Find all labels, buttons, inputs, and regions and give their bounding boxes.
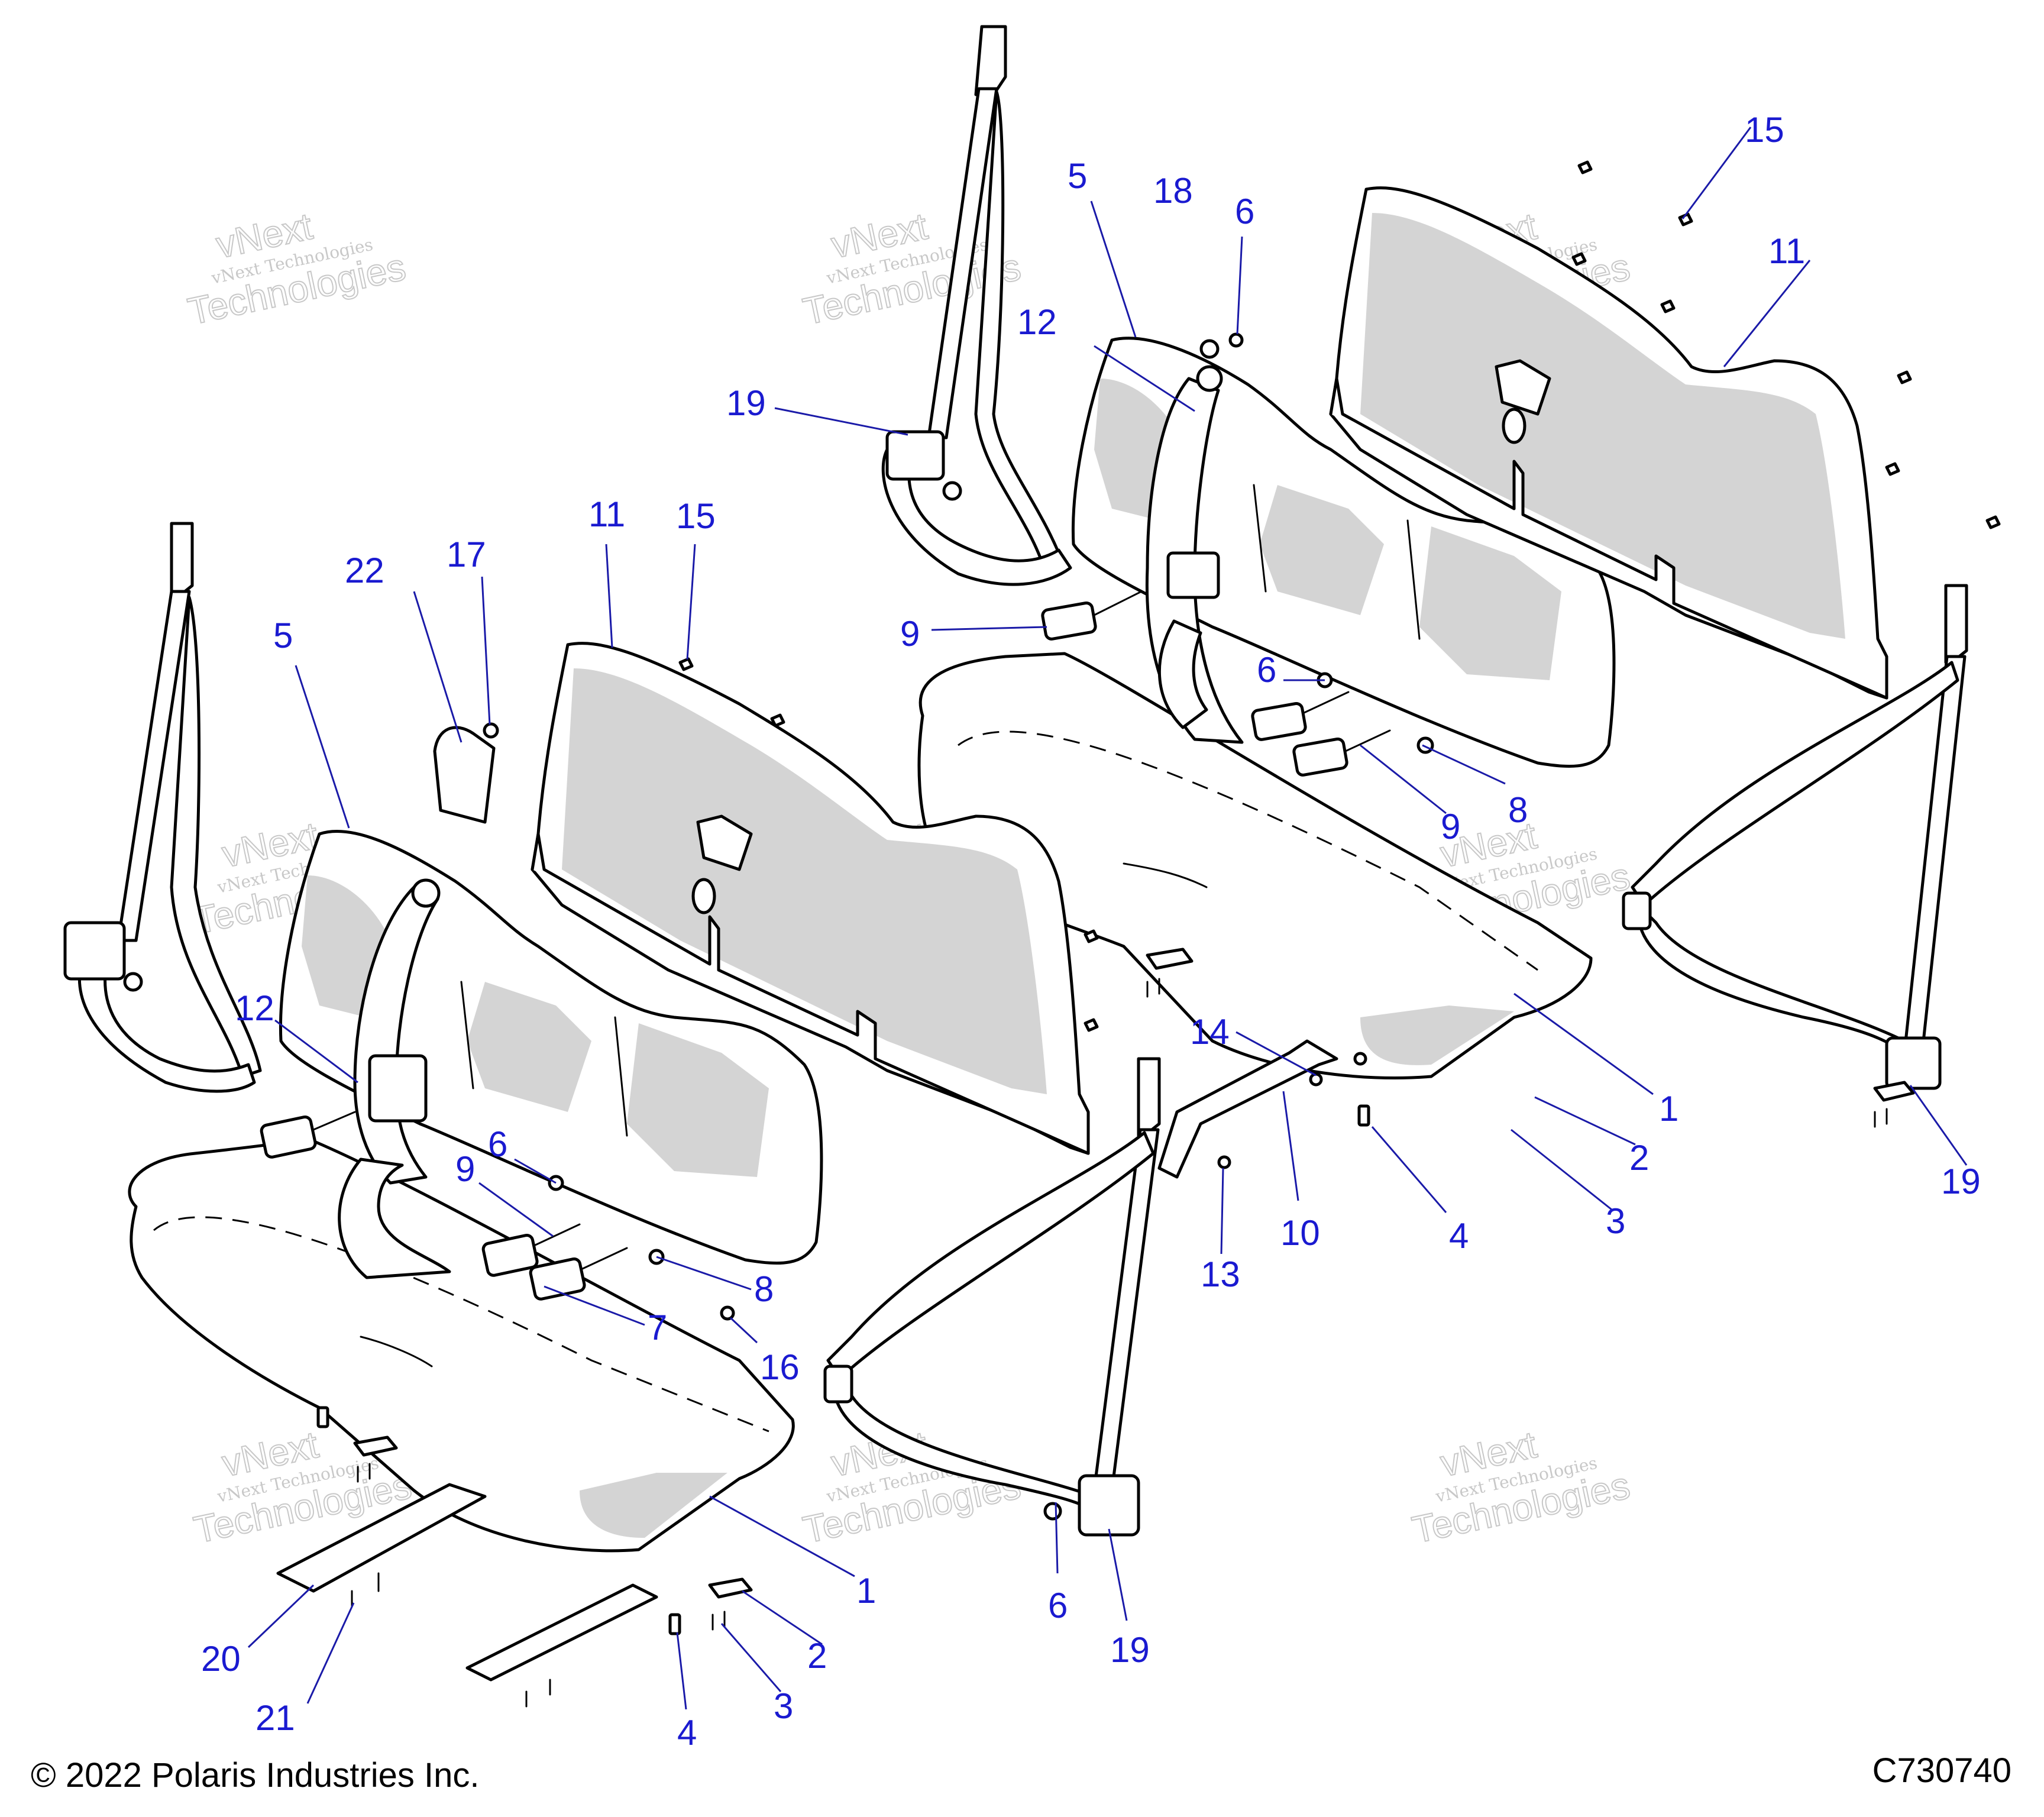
watermark: vNext vNext Technologies Technologies: [184, 204, 410, 334]
callout-label: 1: [1659, 1089, 1678, 1129]
callout-label: 13: [1201, 1255, 1240, 1294]
callout-label: 2: [1629, 1138, 1649, 1178]
rear-center-seat-belt: [1145, 365, 1244, 744]
callout-label: 1: [856, 1571, 876, 1611]
callout-label: 2: [807, 1636, 827, 1676]
callout-label: 6: [1235, 192, 1254, 231]
callout-label: 9: [900, 614, 920, 654]
rear-seat-back-cushion: [1071, 337, 1616, 768]
front-buckles: [260, 1111, 628, 1301]
callouts: 1 1 2 2 3 3 4 4 5 5 6 6 6 6 7 8 8 9 9 9 …: [201, 110, 1981, 1753]
front-seat-base-cushion: [128, 1137, 795, 1553]
front-right-retractor-belt: [823, 1057, 1161, 1537]
callout-label: 14: [1190, 1012, 1230, 1052]
callout-label: 9: [455, 1149, 475, 1189]
callout-label: 6: [488, 1124, 507, 1164]
front-backrest-panel: [531, 642, 1090, 1155]
callout-label: 21: [256, 1698, 295, 1738]
rear-left-retractor-belt: [881, 25, 1072, 586]
callout-label: 11: [588, 494, 625, 534]
callout-label: 19: [1110, 1630, 1150, 1670]
callout-label: 12: [235, 988, 274, 1028]
callout-label: 10: [1280, 1213, 1320, 1253]
callout-label: 11: [1768, 231, 1805, 271]
rear-backrest-panel: [1329, 186, 1888, 700]
callout-label: 19: [1941, 1162, 1981, 1201]
drawing-number: C730740: [1872, 1751, 2011, 1790]
seat-bracket: [1157, 1039, 1338, 1179]
front-left-retractor-belt: [63, 522, 262, 1093]
callout-label: 7: [648, 1308, 667, 1347]
callout-label: 6: [1257, 650, 1276, 690]
callout-label: 15: [676, 496, 716, 536]
callout-label: 5: [273, 616, 293, 655]
callout-label: 22: [345, 551, 384, 590]
callout-label: 19: [726, 383, 766, 423]
copyright-notice: © 2022 Polaris Industries Inc.: [31, 1756, 480, 1795]
cover-bracket: [433, 726, 496, 824]
rear-right-retractor-belt: [1622, 584, 1968, 1090]
callout-label: 15: [1745, 110, 1784, 150]
callout-label: 20: [201, 1639, 241, 1679]
callout-label: 4: [1449, 1216, 1469, 1256]
watermark: vNext vNext Technologies Technologies: [1408, 1422, 1634, 1552]
leader-lines: [247, 127, 1968, 1710]
callout-label: 3: [1606, 1201, 1625, 1241]
callout-label: 5: [1068, 156, 1087, 196]
callout-label: 8: [754, 1269, 774, 1309]
mounting-plates: [276, 1483, 658, 1682]
callout-label: 8: [1508, 790, 1528, 830]
callout-label: 4: [677, 1713, 697, 1753]
callout-label: 18: [1153, 171, 1193, 211]
callout-label: 9: [1441, 807, 1460, 846]
callout-label: 16: [760, 1347, 800, 1387]
callout-label: 6: [1048, 1586, 1068, 1625]
callout-label: 17: [447, 535, 486, 574]
rear-buckles: [1041, 590, 1434, 777]
callout-label: 12: [1017, 302, 1057, 342]
front-center-seat-belt: [338, 878, 451, 1279]
callout-label: 3: [774, 1686, 793, 1726]
